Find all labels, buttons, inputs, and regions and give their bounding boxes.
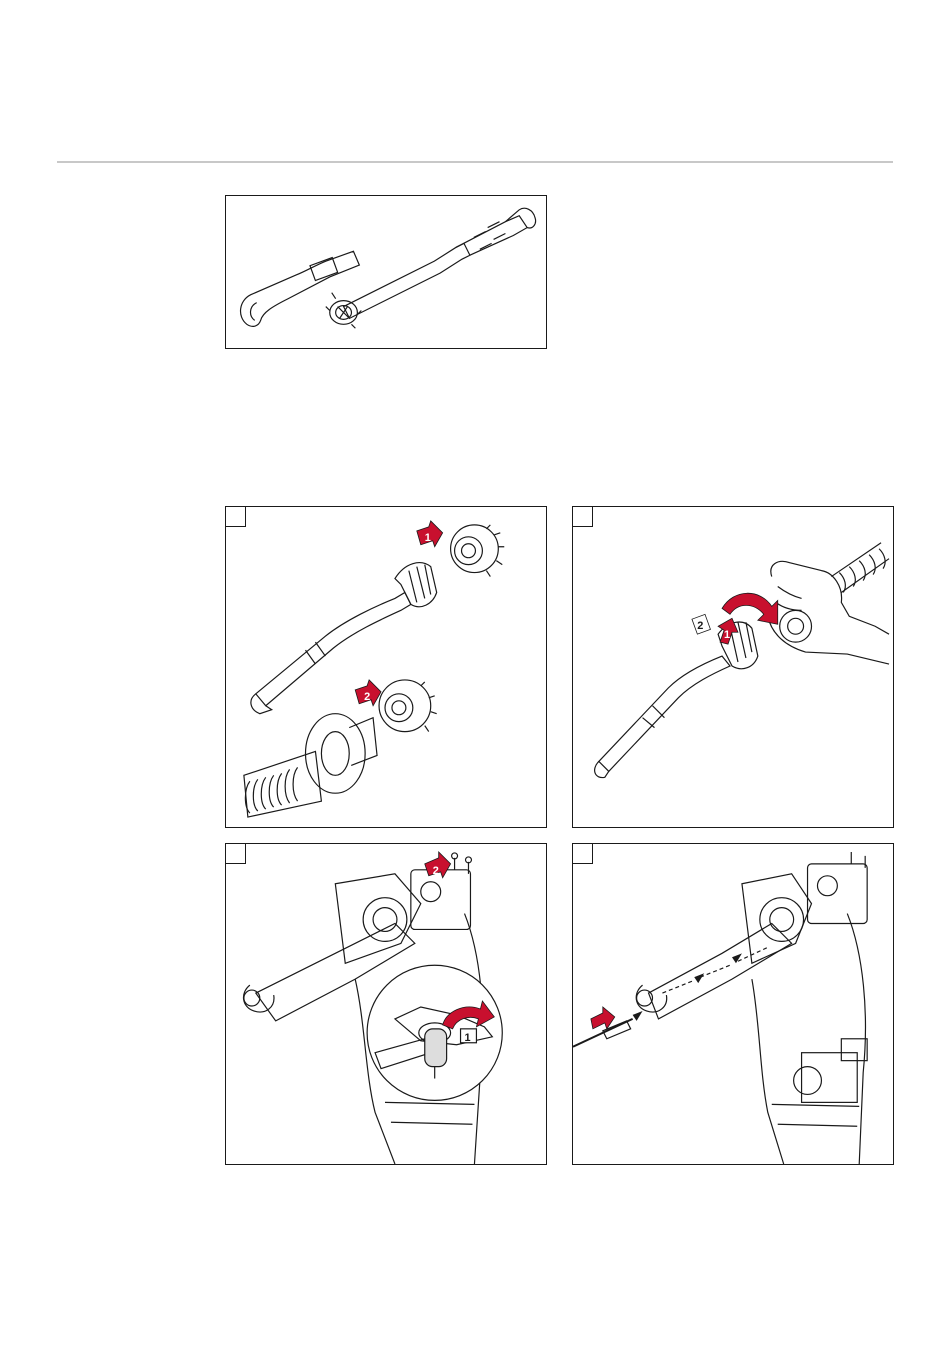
- arrow-label-1: 1: [425, 532, 431, 544]
- step-number-box: [226, 844, 246, 864]
- arrow-label-2: 2: [364, 691, 370, 703]
- step-3-figure: 1 2: [225, 843, 547, 1165]
- step-number-box: [573, 844, 593, 864]
- torch-neck-disassembly-icon: 1 2: [226, 507, 546, 827]
- arrow-label-1: 1: [724, 629, 730, 641]
- arrow-label-2: 2: [433, 865, 439, 877]
- tools-figure: [225, 195, 547, 349]
- step-number-box: [573, 507, 593, 527]
- robot-arm-mount-icon: 1 2: [226, 844, 546, 1164]
- step-1-figure: 1 2: [225, 506, 547, 828]
- step-2-figure: 1 2: [572, 506, 894, 828]
- liner-insertion-icon: [573, 844, 893, 1164]
- hook-wrench-and-handle-icon: [226, 196, 546, 348]
- torch-neck-attach-icon: 1 2: [573, 507, 893, 827]
- step-number-box: [226, 507, 246, 527]
- arrow-label-2: 2: [697, 620, 703, 632]
- arrow-label-1: 1: [465, 1032, 471, 1044]
- step-4-figure: [572, 843, 894, 1165]
- header-divider: [57, 161, 893, 163]
